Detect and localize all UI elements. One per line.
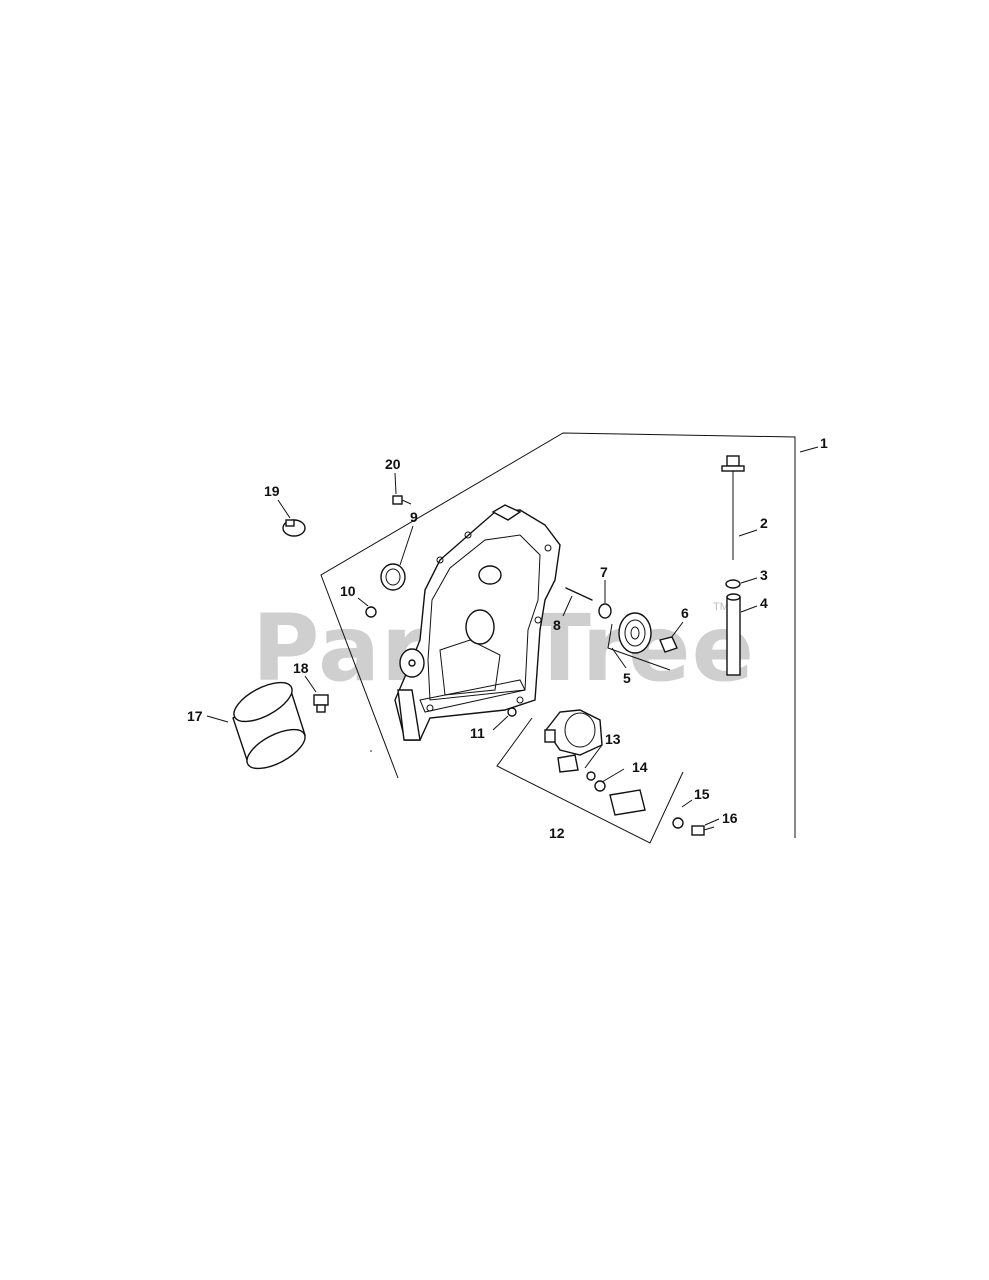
stray-dot [370, 750, 372, 752]
washer [598, 603, 612, 619]
small-o-ring [507, 707, 517, 717]
callout-18: 18 [293, 660, 309, 676]
callout-11: 11 [470, 725, 485, 741]
callout-2: 2 [760, 515, 768, 531]
gear-pin [659, 636, 678, 653]
gear-bracket-outline [607, 623, 671, 671]
shaft [565, 587, 593, 601]
oil-pump-bracket-outline [496, 717, 684, 844]
dipstick-tube [726, 593, 741, 676]
callout-15: 15 [694, 786, 710, 802]
callout-19: 19 [264, 483, 280, 499]
dipstick [721, 455, 745, 560]
callout-9: 9 [410, 509, 418, 525]
callout-10: 10 [340, 583, 356, 599]
callout-16: 16 [722, 810, 738, 826]
screw [392, 495, 412, 505]
callout-4: 4 [760, 595, 768, 611]
oil-pressure-switch [282, 519, 306, 537]
assembly-outline [320, 432, 796, 838]
bolt [691, 825, 715, 836]
callout-5: 5 [623, 670, 631, 686]
callout-12: 12 [549, 825, 565, 841]
watermark-trademark: TM [713, 601, 729, 613]
closure-plate [394, 504, 561, 741]
callout-6: 6 [681, 605, 689, 621]
callout-7: 7 [600, 564, 608, 580]
drain-nut [672, 817, 684, 829]
callout-labels: 1 2 3 4 5 6 7 8 9 10 11 12 13 14 15 16 1… [187, 435, 828, 841]
callout-17: 17 [187, 708, 203, 724]
callout-14: 14 [632, 759, 648, 775]
oil-filter [232, 681, 306, 770]
oil-seal [380, 563, 406, 591]
callout-1: 1 [820, 435, 828, 451]
callout-8: 8 [553, 617, 561, 633]
callout-20: 20 [385, 456, 401, 472]
oil-pump [544, 709, 646, 816]
gear [618, 612, 652, 654]
nut [365, 606, 377, 618]
o-ring [725, 579, 741, 589]
callout-13: 13 [605, 731, 621, 747]
leader-lines [206, 446, 819, 826]
oil-fitting [313, 694, 329, 713]
callout-3: 3 [760, 567, 768, 583]
